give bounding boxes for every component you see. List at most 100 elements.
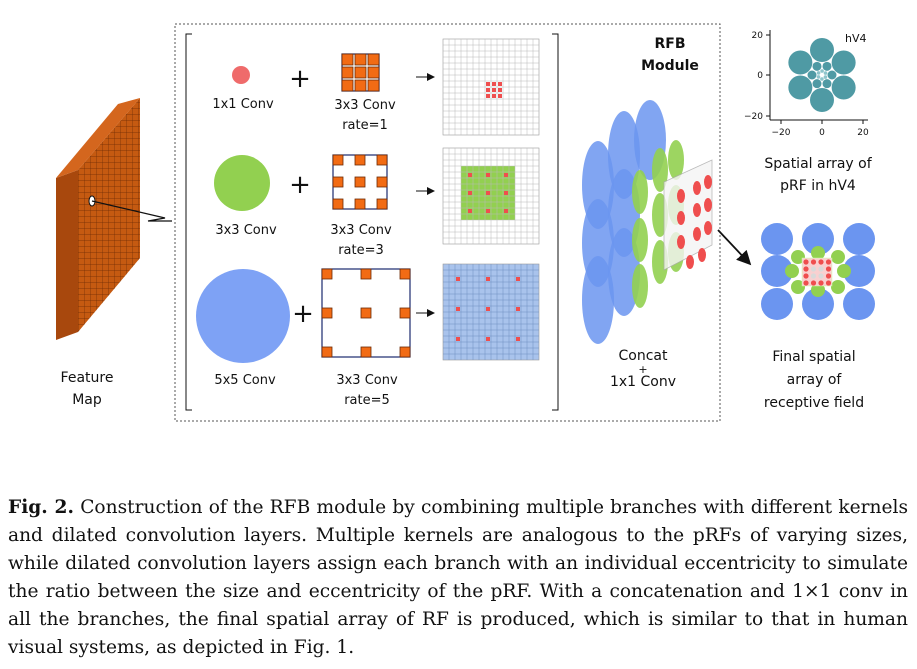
- prf-circle-outer: [810, 88, 834, 112]
- sample-point: [492, 88, 496, 92]
- sample-point: [456, 307, 460, 311]
- final-blue: [802, 223, 834, 255]
- kernel-cell: [332, 176, 344, 188]
- sample-point: [486, 191, 490, 195]
- green-plane: [632, 264, 648, 308]
- caption-text: Construction of the RFB module by combin…: [8, 497, 908, 658]
- dilated-label-3: 3x3 Conv: [336, 373, 398, 388]
- kernel-cell: [367, 79, 380, 92]
- kernel-1x1: [232, 66, 250, 84]
- sample-grid-rate5: [442, 263, 540, 361]
- sample-grid-rate3: [442, 147, 540, 245]
- prf-circle-inner: [823, 71, 828, 75]
- final-blue: [843, 255, 875, 287]
- kernel-cell: [332, 198, 344, 210]
- final-red: [810, 266, 817, 272]
- branch-3: 5x5 Conv + 3x3 Conv rate=5: [196, 263, 540, 408]
- sample-point: [516, 307, 520, 311]
- kernel-cell: [376, 176, 388, 188]
- feature-map-label: Feature: [61, 370, 114, 386]
- caption-lead: Fig. 2.: [8, 497, 74, 518]
- kernel-cell: [360, 346, 372, 358]
- hv4-plot: 20 0 −20 −20 0 20 hV4: [744, 30, 869, 138]
- final-receptive-field: [761, 223, 875, 320]
- rfb-figure: Feature Map RFB Module 1x1 Conv + 3x3 Co…: [56, 23, 875, 422]
- red-point: [693, 181, 701, 195]
- sample-point: [504, 209, 508, 213]
- prf-circle-inner: [816, 71, 821, 75]
- red-point: [693, 227, 701, 241]
- blue-plane: [582, 256, 614, 344]
- sample-point: [492, 82, 496, 86]
- prf-circle-outer: [788, 50, 813, 75]
- final-red: [810, 259, 817, 265]
- sample-grid-rate1: [442, 38, 540, 136]
- final-red: [825, 266, 832, 272]
- final-red: [803, 273, 809, 279]
- green-plane: [632, 170, 648, 214]
- prf-circle-mid: [822, 61, 832, 71]
- concat-conv-label: 1x1 Conv: [610, 374, 676, 390]
- feature-map: [56, 98, 172, 340]
- plus-3: +: [292, 299, 314, 329]
- sample-point: [498, 82, 502, 86]
- concat-stack: [582, 100, 713, 344]
- red-point: [698, 248, 706, 262]
- kernel-cell: [354, 154, 366, 166]
- kernel-label-1: 1x1 Conv: [212, 97, 274, 112]
- blue-plane: [608, 228, 640, 316]
- kernel-cell: [321, 307, 333, 319]
- concat-label: Concat: [619, 348, 668, 364]
- prf-circle-inner: [823, 75, 828, 79]
- red-point: [677, 235, 685, 249]
- kernel-cell: [321, 268, 333, 280]
- sample-point: [486, 88, 490, 92]
- prf-circle-inner: [816, 75, 821, 79]
- sample-point: [504, 191, 508, 195]
- hv4-xtick: 0: [819, 128, 825, 138]
- prf-circle-mid: [812, 61, 822, 71]
- final-red: [803, 280, 809, 286]
- kernel-cell: [341, 79, 354, 92]
- sample-point: [486, 277, 490, 281]
- kernel-3x3: [214, 155, 270, 211]
- figure-caption: Fig. 2. Construction of the RFB module b…: [8, 494, 908, 662]
- red-point: [686, 255, 694, 269]
- prf-circle-outer: [831, 50, 856, 75]
- kernel-cell: [354, 66, 367, 79]
- hv4-xtick: 20: [857, 128, 869, 138]
- final-blue: [843, 223, 875, 255]
- hv4-ytick: −20: [744, 112, 763, 122]
- rfb-title-2: Module: [641, 58, 699, 74]
- sample-point: [516, 337, 520, 341]
- sample-point: [504, 173, 508, 177]
- prf-circle-mid: [807, 70, 817, 80]
- branch-2: 3x3 Conv + 3x3 Conv rate=3: [214, 147, 540, 258]
- sample-point: [498, 94, 502, 98]
- sample-point: [456, 277, 460, 281]
- red-point: [704, 175, 712, 189]
- kernel-cell: [399, 268, 411, 280]
- sample-point: [498, 88, 502, 92]
- final-label: Final spatial: [772, 349, 855, 365]
- kernel-cell: [367, 66, 380, 79]
- kernel-cell: [399, 346, 411, 358]
- sample-point: [468, 191, 472, 195]
- final-red: [810, 280, 817, 286]
- final-blue: [761, 255, 793, 287]
- hv4-prf-circles: [788, 38, 856, 112]
- hv4-ytick: 0: [757, 71, 763, 81]
- final-label-3: receptive field: [764, 395, 864, 411]
- final-green: [791, 250, 805, 264]
- left-bracket: [185, 33, 192, 411]
- final-red: [818, 280, 824, 286]
- final-blue: [843, 288, 875, 320]
- final-green: [785, 264, 799, 278]
- prf-circle-outer: [788, 75, 813, 100]
- rfb-title: RFB: [654, 36, 685, 52]
- dilated-label-2: 3x3 Conv: [330, 223, 392, 238]
- hv4-series-label: hV4: [845, 32, 867, 45]
- red-point: [693, 203, 701, 217]
- final-red: [825, 259, 832, 265]
- final-red: [825, 273, 832, 279]
